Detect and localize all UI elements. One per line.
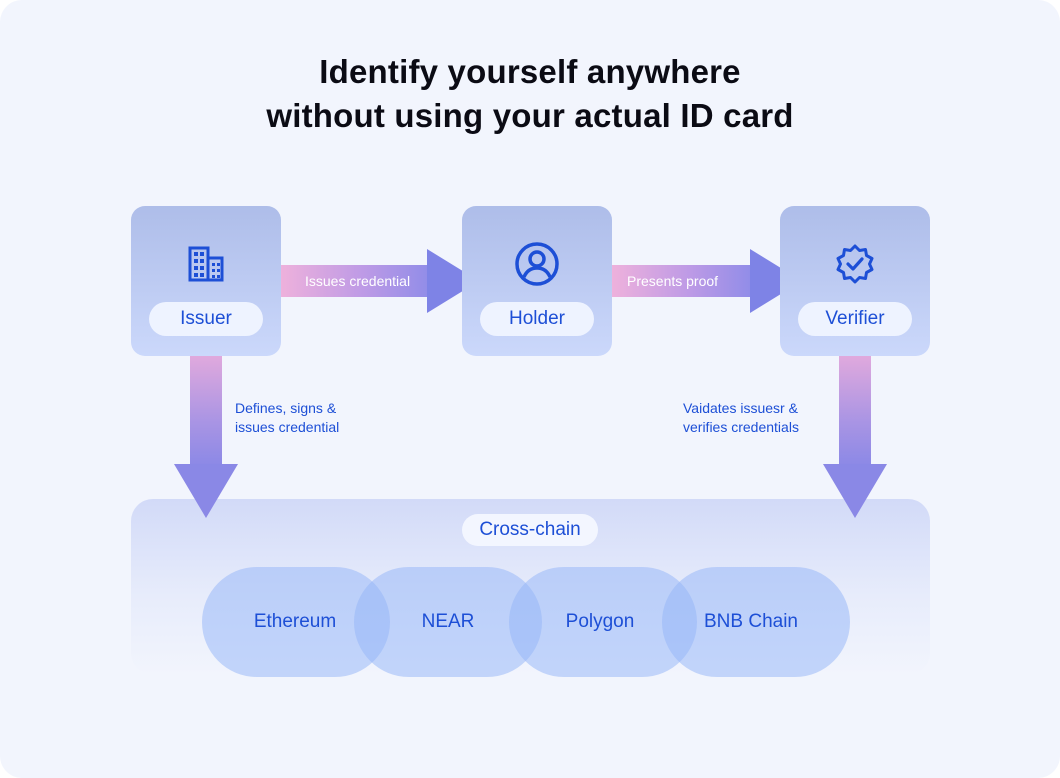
title-line-1: Identify yourself anywhere: [319, 53, 741, 90]
building-icon: [182, 240, 230, 288]
arrow-holder-to-verifier: Presents proof: [612, 249, 804, 313]
arrow-verifier-to-chain: [823, 356, 887, 519]
issuer-note-line-2: issues credential: [235, 419, 340, 435]
verifier-card: Verifier: [780, 206, 930, 356]
page-title: Identify yourself anywhere without using…: [0, 50, 1060, 138]
chain-label: Polygon: [565, 611, 635, 632]
verifier-note: Vaidates issuesr & verifies credentials: [683, 399, 799, 437]
verifier-note-line-2: verifies credentials: [683, 419, 799, 435]
user-circle-icon: [513, 240, 561, 288]
holder-card: Holder: [462, 206, 612, 356]
title-line-2: without using your actual ID card: [266, 97, 794, 134]
arrow-shaft: [839, 356, 871, 468]
arrow-issuer-to-holder: Issues credential: [281, 249, 484, 313]
chain-label: BNB Chain: [704, 611, 798, 632]
verifier-note-line-1: Vaidates issuesr &: [683, 400, 798, 416]
arrow-head: [174, 464, 238, 518]
verified-badge-icon: [831, 240, 879, 288]
arrow-head: [823, 464, 887, 518]
issuer-label: Issuer: [149, 302, 263, 336]
arrow-shaft: [281, 265, 432, 297]
issuer-note-line-1: Defines, signs &: [235, 400, 337, 416]
flow-label-presents-proof: Presents proof: [627, 273, 719, 289]
arrow-shaft: [190, 356, 222, 468]
arrow-shaft: [612, 265, 754, 297]
chain-label: Ethereum: [253, 611, 337, 632]
holder-label: Holder: [480, 302, 594, 336]
chain-label: NEAR: [421, 611, 475, 632]
issuer-card: Issuer: [131, 206, 281, 356]
verifier-label: Verifier: [798, 302, 912, 336]
issuer-note: Defines, signs & issues credential: [235, 399, 339, 437]
chain-bnb: BNB Chain: [662, 567, 850, 677]
cross-chain-label: Cross-chain: [462, 514, 598, 546]
arrow-issuer-to-chain: [174, 356, 238, 519]
flow-label-issues-credential: Issues credential: [305, 273, 411, 289]
